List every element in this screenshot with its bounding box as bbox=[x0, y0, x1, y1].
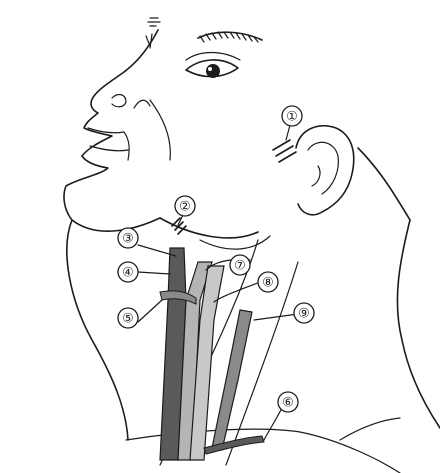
label-1: ① bbox=[282, 106, 302, 126]
label-3-text: ③ bbox=[122, 232, 134, 247]
label-7-text: ⑦ bbox=[234, 259, 246, 274]
marker-bars bbox=[172, 140, 296, 234]
ear bbox=[296, 126, 354, 215]
label-6-text: ⑥ bbox=[282, 396, 294, 411]
label-8: ⑧ bbox=[258, 272, 278, 292]
eyebrow bbox=[198, 32, 262, 42]
label-5-text: ⑤ bbox=[122, 312, 134, 327]
label-4-text: ④ bbox=[122, 266, 134, 281]
label-7: ⑦ bbox=[230, 255, 250, 275]
label-8-text: ⑧ bbox=[262, 276, 274, 291]
vessels bbox=[160, 248, 264, 460]
face-profile bbox=[64, 30, 270, 249]
hair-strands bbox=[146, 18, 160, 48]
label-5: ⑤ bbox=[118, 308, 138, 328]
label-3: ③ bbox=[118, 228, 138, 248]
label-1-text: ① bbox=[286, 110, 298, 125]
label-2: ② bbox=[175, 196, 195, 216]
label-4: ④ bbox=[118, 262, 138, 282]
label-9-text: ⑨ bbox=[298, 307, 310, 322]
label-2-text: ② bbox=[179, 200, 191, 215]
label-9: ⑨ bbox=[294, 303, 314, 323]
label-6: ⑥ bbox=[278, 392, 298, 412]
eye bbox=[186, 53, 240, 79]
